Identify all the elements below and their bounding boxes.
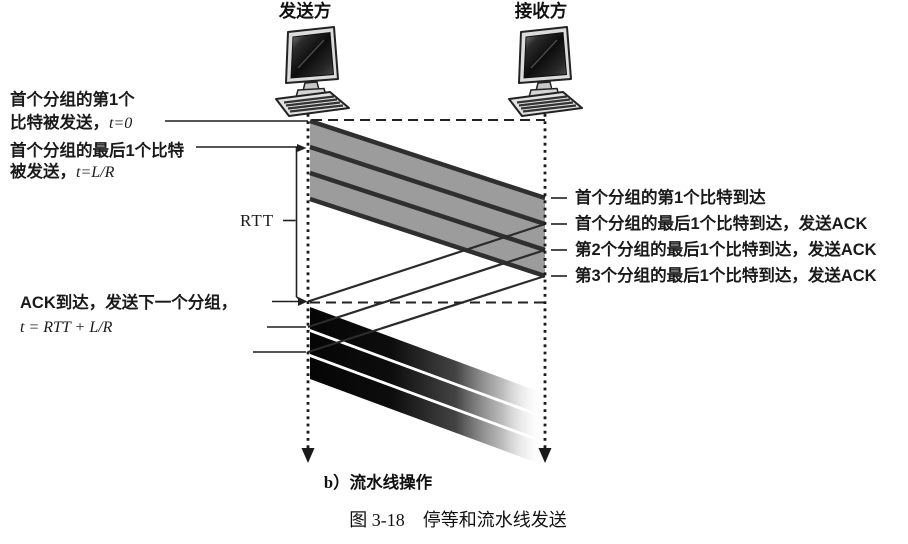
sender-timeline	[301, 114, 315, 463]
label-first-bit-sent-zh: 比特被发送，	[10, 112, 109, 132]
dark-band-2	[310, 332, 540, 439]
sender-label: 发送方	[278, 1, 332, 21]
keyboard	[508, 91, 583, 117]
ack-line-3	[307, 274, 546, 354]
label-right-last-bit-pkt2-ack: 第2个分组的最后1个比特到达，发送ACK	[575, 239, 877, 259]
receiver-computer-icon	[508, 26, 583, 117]
arrowhead-last-bit-sent	[297, 144, 307, 152]
label-last-bit-sent-line1: 首个分组的最后1个比特	[10, 140, 185, 160]
monitor-screen	[523, 31, 568, 79]
sender-timeline-arrow	[301, 448, 315, 463]
label-ack-arrive-line1: ACK到达，发送下一个分组，	[20, 292, 237, 312]
packet-band-edge-1	[309, 118, 546, 201]
subfigure-caption: b）流水线操作	[324, 472, 433, 492]
label-right-first-bit-arrive: 首个分组的第1个比特到达	[575, 187, 766, 207]
monitor-screen	[290, 31, 335, 79]
label-last-bit-sent-line2: 被发送，t=L/R	[10, 161, 115, 181]
label-last-bit-sent-zh: 被发送，	[10, 161, 76, 181]
receiver-timeline	[538, 114, 552, 463]
packet-bands-first-batch	[309, 118, 546, 279]
label-last-bit-sent-math: t=L/R	[76, 164, 115, 181]
sender-computer-icon	[275, 26, 350, 117]
ack-lines	[307, 222, 546, 354]
ack-line-2	[307, 248, 546, 329]
screen-glint	[297, 39, 325, 69]
receiver-label: 接收方	[515, 1, 568, 21]
keyboard-key-rows	[516, 95, 577, 113]
figure-caption: 图 3-18 停等和流水线发送	[349, 510, 567, 530]
label-right-last-bit-pkt1-ack: 首个分组的最后1个比特到达，发送ACK	[575, 213, 868, 233]
rtt-label: RTT	[240, 211, 274, 230]
keyboard	[275, 91, 350, 117]
screen-glint	[530, 39, 558, 69]
receiver-timeline-arrow	[538, 448, 552, 463]
dark-band-3	[310, 357, 540, 464]
packet-band-edge-2	[309, 144, 546, 227]
label-first-bit-sent-line1: 首个分组的第1个	[10, 89, 135, 109]
arrowhead-ack-arrive	[298, 297, 308, 306]
ack-line-1	[307, 222, 546, 303]
label-first-bit-sent-math: t=0	[109, 115, 132, 132]
packet-bands-second-batch	[310, 307, 540, 464]
label-first-bit-sent-line2: 比特被发送，t=0	[10, 112, 132, 132]
packet-band-area	[310, 121, 545, 276]
label-right-last-bit-pkt3-ack: 第3个分组的最后1个比特到达，发送ACK	[575, 265, 877, 285]
keyboard-key-rows	[283, 95, 344, 113]
label-ack-arrive-line2: t = RTT + L/R	[20, 319, 113, 336]
